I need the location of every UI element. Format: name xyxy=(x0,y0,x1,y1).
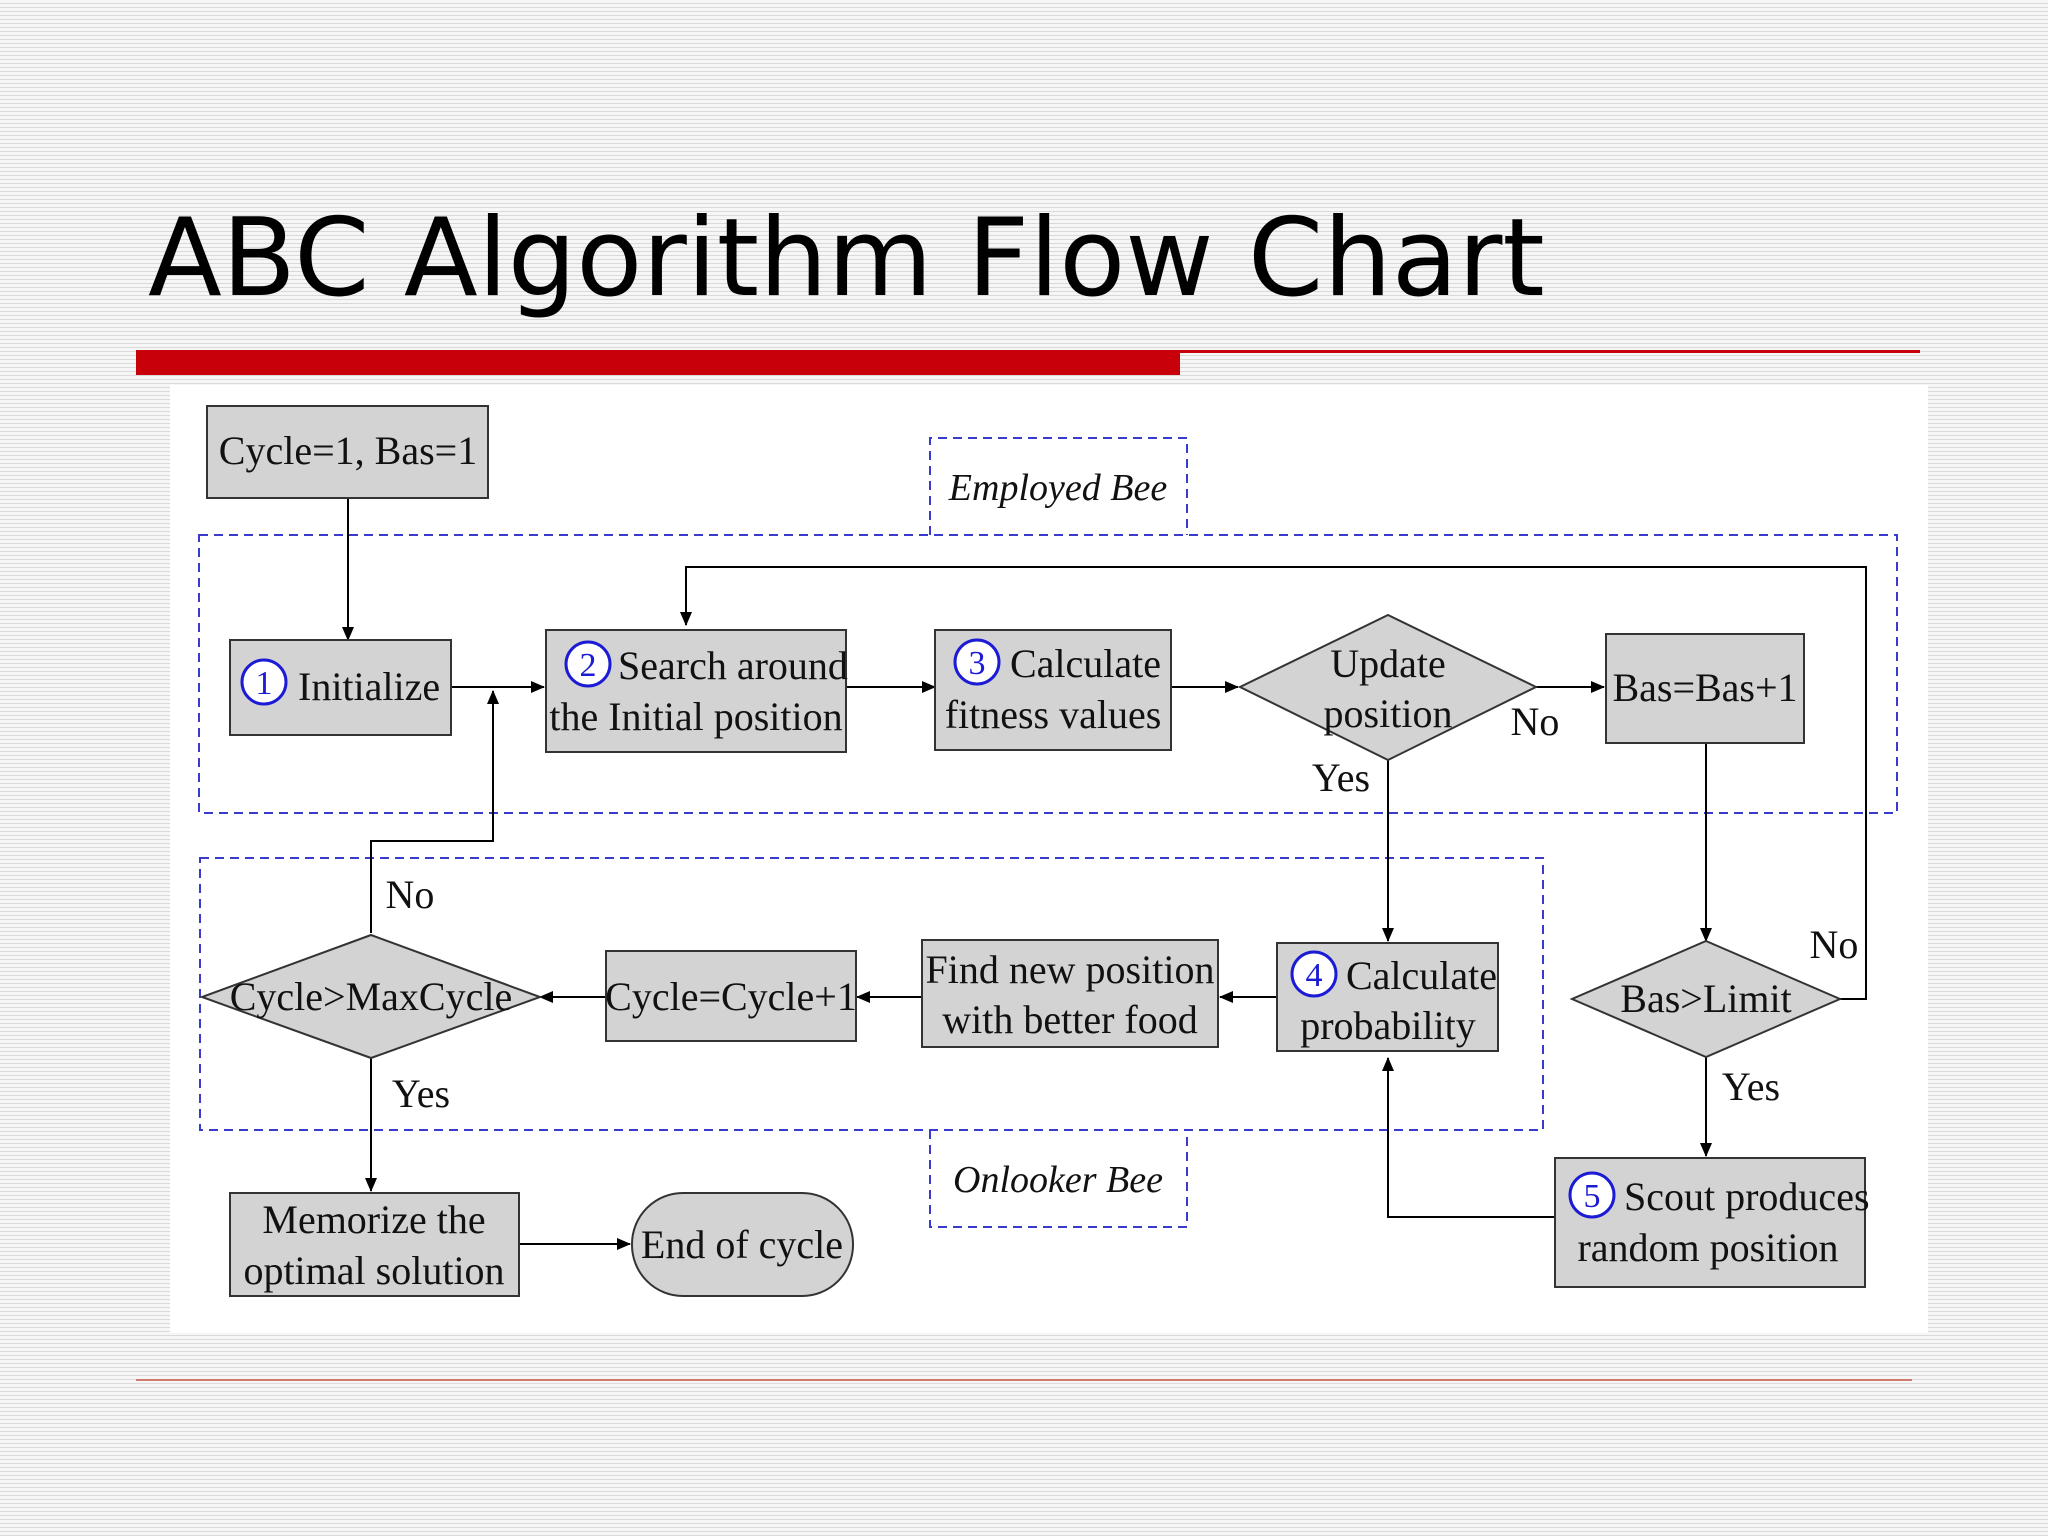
title-underline-thick xyxy=(136,350,1180,375)
node-update-label-1: Update xyxy=(1330,641,1446,686)
node-fitness-label-2: fitness values xyxy=(945,692,1162,737)
node-find-new: Find new position with better food xyxy=(921,939,1219,1048)
employed-bee-label: Employed Bee xyxy=(948,467,1168,509)
node-cycle-check-label: Cycle>MaxCycle xyxy=(230,974,512,1019)
edges xyxy=(342,498,1867,1250)
cycle-yes-label: Yes xyxy=(392,1071,450,1116)
node-memorize: Memorize the optimal solution xyxy=(229,1192,520,1297)
node-start: Cycle=1, Bas=1 xyxy=(206,405,489,499)
node-bas-increment-label: Bas=Bas+1 xyxy=(1612,665,1797,710)
node-memorize-label-2: optimal solution xyxy=(243,1248,504,1293)
node-bas-limit-label: Bas>Limit xyxy=(1620,976,1791,1021)
node-update-position: Update position xyxy=(1237,613,1539,762)
limit-yes-label: Yes xyxy=(1722,1064,1780,1109)
edge-scout-probability xyxy=(1382,1057,1555,1218)
node-initialize: 1 Initialize xyxy=(229,639,452,736)
node-cycle-increment: Cycle=Cycle+1 xyxy=(605,950,857,1042)
step-2-icon xyxy=(564,640,612,688)
step-1-number: 1 xyxy=(256,665,273,702)
flowchart-canvas: Employed Bee Onlooker Bee Cycle=1, Bas=1… xyxy=(170,385,1928,1333)
node-memorize-label-1: Memorize the xyxy=(262,1197,485,1242)
node-start-label: Cycle=1, Bas=1 xyxy=(219,428,477,473)
node-scout-label-2: random position xyxy=(1577,1225,1838,1270)
step-5-icon xyxy=(1568,1171,1616,1219)
footer-rule xyxy=(136,1379,1912,1381)
step-3-number: 3 xyxy=(969,645,986,682)
flowchart-svg: Employed Bee Onlooker Bee Cycle=1, Bas=1… xyxy=(198,405,1898,1297)
onlooker-bee-group: Onlooker Bee xyxy=(199,857,1544,1228)
title-underline-thin xyxy=(1180,350,1920,353)
node-fitness-label-1: Calculate xyxy=(1010,641,1161,686)
node-bas-increment: Bas=Bas+1 xyxy=(1605,633,1805,744)
step-2-number: 2 xyxy=(580,647,597,684)
update-no-label: No xyxy=(1511,699,1560,744)
node-find-new-label-2: with better food xyxy=(942,997,1198,1042)
onlooker-bee-label: Onlooker Bee xyxy=(953,1159,1163,1201)
step-5-number: 5 xyxy=(1584,1178,1601,1215)
cycle-no-label: No xyxy=(386,872,435,917)
node-cycle-increment-label: Cycle=Cycle+1 xyxy=(605,974,857,1019)
employed-bee-group: Employed Bee xyxy=(198,437,1898,814)
update-yes-label: Yes xyxy=(1312,755,1370,800)
step-3-icon xyxy=(953,638,1001,686)
step-4-number: 4 xyxy=(1306,957,1323,994)
node-scout: 5 Scout produces random position xyxy=(1554,1157,1870,1288)
node-probability-label-1: Calculate xyxy=(1346,953,1497,998)
node-end-label: End of cycle xyxy=(641,1222,843,1267)
node-bas-limit: Bas>Limit xyxy=(1569,939,1843,1059)
slide-title: ABC Algorithm Flow Chart xyxy=(148,196,1545,321)
node-search-label-1: Search around xyxy=(618,643,848,688)
limit-no-label: No xyxy=(1810,922,1859,967)
node-probability: 4 Calculate probability xyxy=(1276,942,1499,1052)
node-end: End of cycle xyxy=(631,1192,854,1297)
node-search: 2 Search around the Initial position xyxy=(545,629,848,753)
step-1-icon xyxy=(240,658,288,706)
node-probability-label-2: probability xyxy=(1300,1003,1476,1048)
node-scout-label-1: Scout produces xyxy=(1624,1174,1870,1219)
step-4-icon xyxy=(1290,950,1338,998)
node-update-label-2: position xyxy=(1324,691,1453,736)
node-fitness: 3 Calculate fitness values xyxy=(934,629,1172,751)
edge-limit-no-search xyxy=(680,566,1867,1000)
node-find-new-label-1: Find new position xyxy=(926,947,1215,992)
edge-check-no-search xyxy=(370,690,499,933)
node-cycle-check: Cycle>MaxCycle xyxy=(199,933,543,1060)
node-search-label-2: the Initial position xyxy=(549,694,842,739)
node-initialize-label: Initialize xyxy=(298,664,440,709)
